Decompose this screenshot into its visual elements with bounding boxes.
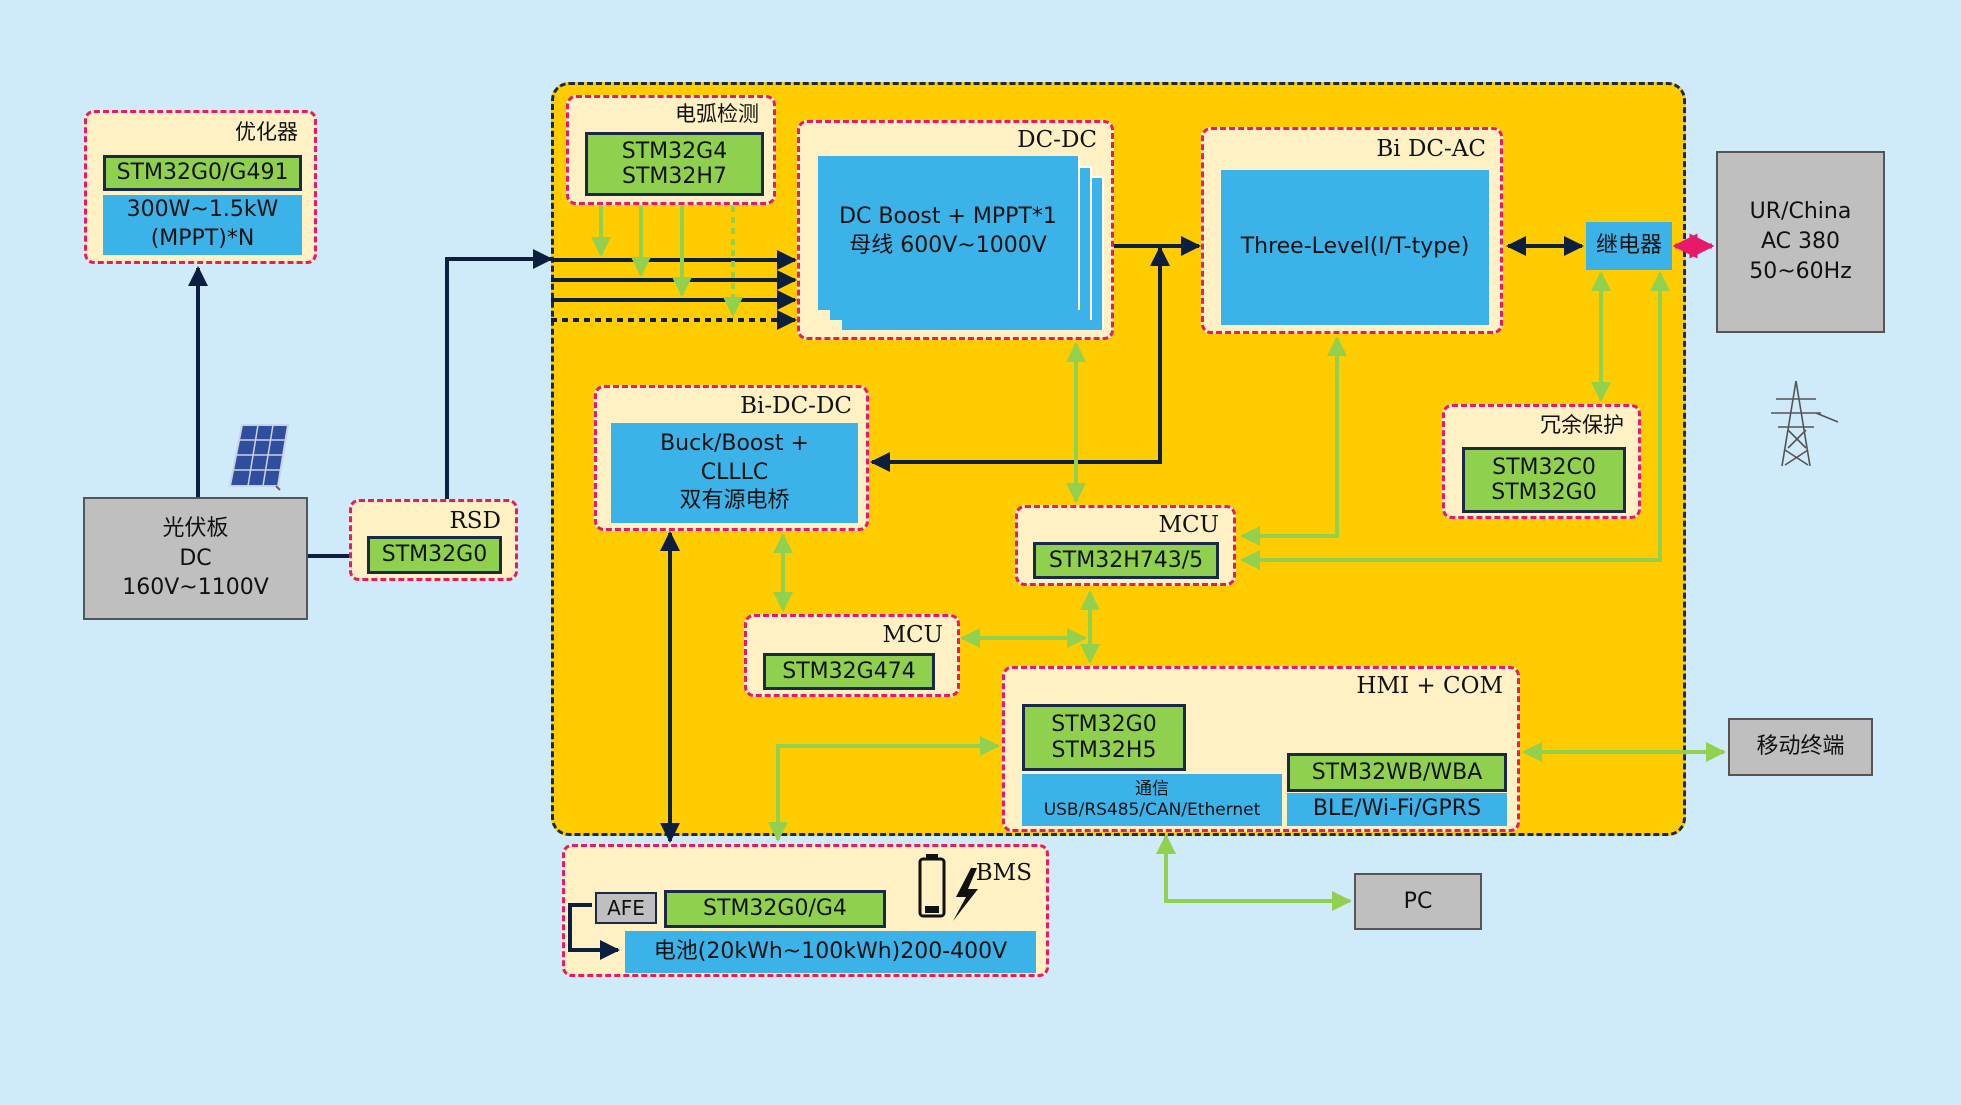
relay-label: 继电器 <box>1595 232 1662 258</box>
bi-dcdc-title: Bi-DC-DC <box>740 393 852 419</box>
hmi-chip: STM32G0 STM32H5 <box>1022 704 1186 771</box>
mcu-aux-chip-label: STM32G474 <box>782 658 916 684</box>
pv-panel-box: 光伏板 DC 160V~1100V <box>83 497 308 620</box>
grid-line1: UR/China <box>1749 199 1852 225</box>
relay-box: 继电器 <box>1586 222 1672 270</box>
wireless-chip-label: STM32WB/WBA <box>1311 759 1483 785</box>
dcdc-line1: DC Boost + MPPT*1 <box>839 204 1057 230</box>
dcdc-line2: 母线 600V~1000V <box>849 233 1047 258</box>
redundancy-chip: STM32C0 STM32G0 <box>1462 447 1626 513</box>
dcdc-box: DC-DC DC Boost + MPPT*1 母线 600V~1000V <box>797 120 1114 340</box>
mcu-aux-box: MCU STM32G474 <box>744 614 960 697</box>
dcdc-block: DC Boost + MPPT*1 母线 600V~1000V <box>818 156 1078 308</box>
bi-dcdc-line2: CLLLC <box>700 459 769 485</box>
bi-dcac-title: Bi DC-AC <box>1376 136 1486 162</box>
comm-block: 通信 USB/RS485/CAN/Ethernet <box>1022 774 1282 826</box>
mcu-main-chip: STM32H743/5 <box>1033 542 1219 579</box>
rsd-chip-label: STM32G0 <box>381 542 488 568</box>
bms-box: BMS AFE STM32G0/G4 电池(20kWh~100kWh)200-4… <box>562 844 1049 977</box>
rsd-title: RSD <box>449 508 501 534</box>
bi-dcdc-line3: 双有源电桥 <box>679 488 790 514</box>
wireless-chip: STM32WB/WBA <box>1287 753 1507 792</box>
arc-detect-chip-line2: STM32H7 <box>622 164 727 189</box>
bms-chip-label: STM32G0/G4 <box>703 896 847 922</box>
optimizer-spec-line2: (MPPT)*N <box>150 226 255 251</box>
mcu-main-title: MCU <box>1158 512 1219 538</box>
hmi-com-title: HMI + COM <box>1356 673 1503 699</box>
arc-detect-chip: STM32G4 STM32H7 <box>585 132 764 196</box>
dcdc-title: DC-DC <box>1017 127 1097 153</box>
redundancy-box: 冗余保护 STM32C0 STM32G0 <box>1442 404 1641 519</box>
pv-panel-line3: 160V~1100V <box>122 575 269 601</box>
grid-box: UR/China AC 380 50~60Hz <box>1716 151 1885 333</box>
redundancy-chip-line1: STM32C0 <box>1492 454 1596 480</box>
arc-detect-chip-line1: STM32G4 <box>621 138 728 164</box>
wireless-text: BLE/Wi-Fi/GPRS <box>1312 796 1482 822</box>
pc-label: PC <box>1403 888 1433 914</box>
comm-text: USB/RS485/CAN/Ethernet <box>1043 800 1261 820</box>
bi-dcac-box: Bi DC-AC Three-Level(I/T-type) <box>1201 127 1503 334</box>
afe-label: AFE <box>607 895 645 920</box>
optimizer-spec: 300W~1.5kW (MPPT)*N <box>103 195 302 255</box>
arc-detect-title: 电弧检测 <box>675 102 759 126</box>
afe-box: AFE <box>595 892 657 924</box>
bi-dcac-text: Three-Level(I/T-type) <box>1240 234 1470 260</box>
redundancy-chip-line2: STM32G0 <box>1491 480 1597 505</box>
comm-title: 通信 <box>1135 778 1169 799</box>
grid-line2: AC 380 <box>1760 229 1840 255</box>
mcu-aux-title: MCU <box>882 622 943 648</box>
hmi-chip-line1: STM32G0 <box>1051 712 1157 738</box>
power-tower-icon <box>1771 380 1839 467</box>
battery-block: 电池(20kWh~100kWh)200-400V <box>625 931 1036 973</box>
wireless-block: BLE/Wi-Fi/GPRS <box>1287 793 1507 826</box>
bms-title: BMS <box>975 860 1032 886</box>
bms-chip: STM32G0/G4 <box>664 890 886 928</box>
bi-dcdc-block: Buck/Boost + CLLLC 双有源电桥 <box>611 423 858 523</box>
pc-box: PC <box>1354 873 1482 930</box>
rsd-chip: STM32G0 <box>367 536 502 574</box>
bi-dcac-block: Three-Level(I/T-type) <box>1221 170 1489 325</box>
optimizer-title: 优化器 <box>235 120 298 144</box>
battery-text: 电池(20kWh~100kWh)200-400V <box>653 938 1008 964</box>
mcu-aux-chip: STM32G474 <box>763 653 935 690</box>
optimizer-chip: STM32G0/G491 <box>103 155 302 191</box>
optimizer-spec-line1: 300W~1.5kW <box>126 197 279 223</box>
grid-line3: 50~60Hz <box>1749 258 1852 284</box>
hmi-pc-arrow <box>1156 834 1352 911</box>
mobile-terminal-box: 移动终端 <box>1728 718 1873 776</box>
rsd-to-bus-arrow <box>445 249 553 499</box>
optimizer-chip-label: STM32G0/G491 <box>116 160 289 186</box>
mcu-main-chip-label: STM32H743/5 <box>1048 547 1204 573</box>
mobile-label: 移动终端 <box>1756 734 1845 760</box>
pv-panel-line2: DC <box>179 545 212 571</box>
hmi-com-box: HMI + COM STM32G0 STM32H5 通信 USB/RS485/C… <box>1002 666 1520 832</box>
pv-panel-line1: 光伏板 <box>162 515 229 541</box>
bi-dcdc-line1: Buck/Boost + <box>660 431 809 457</box>
arc-detect-box: 电弧检测 STM32G4 STM32H7 <box>566 95 776 205</box>
rsd-box: RSD STM32G0 <box>349 499 518 581</box>
redundancy-title: 冗余保护 <box>1540 413 1624 437</box>
solar-panel-icon <box>228 424 290 491</box>
hmi-chip-line2: STM32H5 <box>1051 737 1157 763</box>
bi-dcdc-box: Bi-DC-DC Buck/Boost + CLLLC 双有源电桥 <box>594 385 869 531</box>
mcu-main-box: MCU STM32H743/5 <box>1015 505 1236 586</box>
optimizer-box: 优化器 STM32G0/G491 300W~1.5kW (MPPT)*N <box>84 110 317 264</box>
